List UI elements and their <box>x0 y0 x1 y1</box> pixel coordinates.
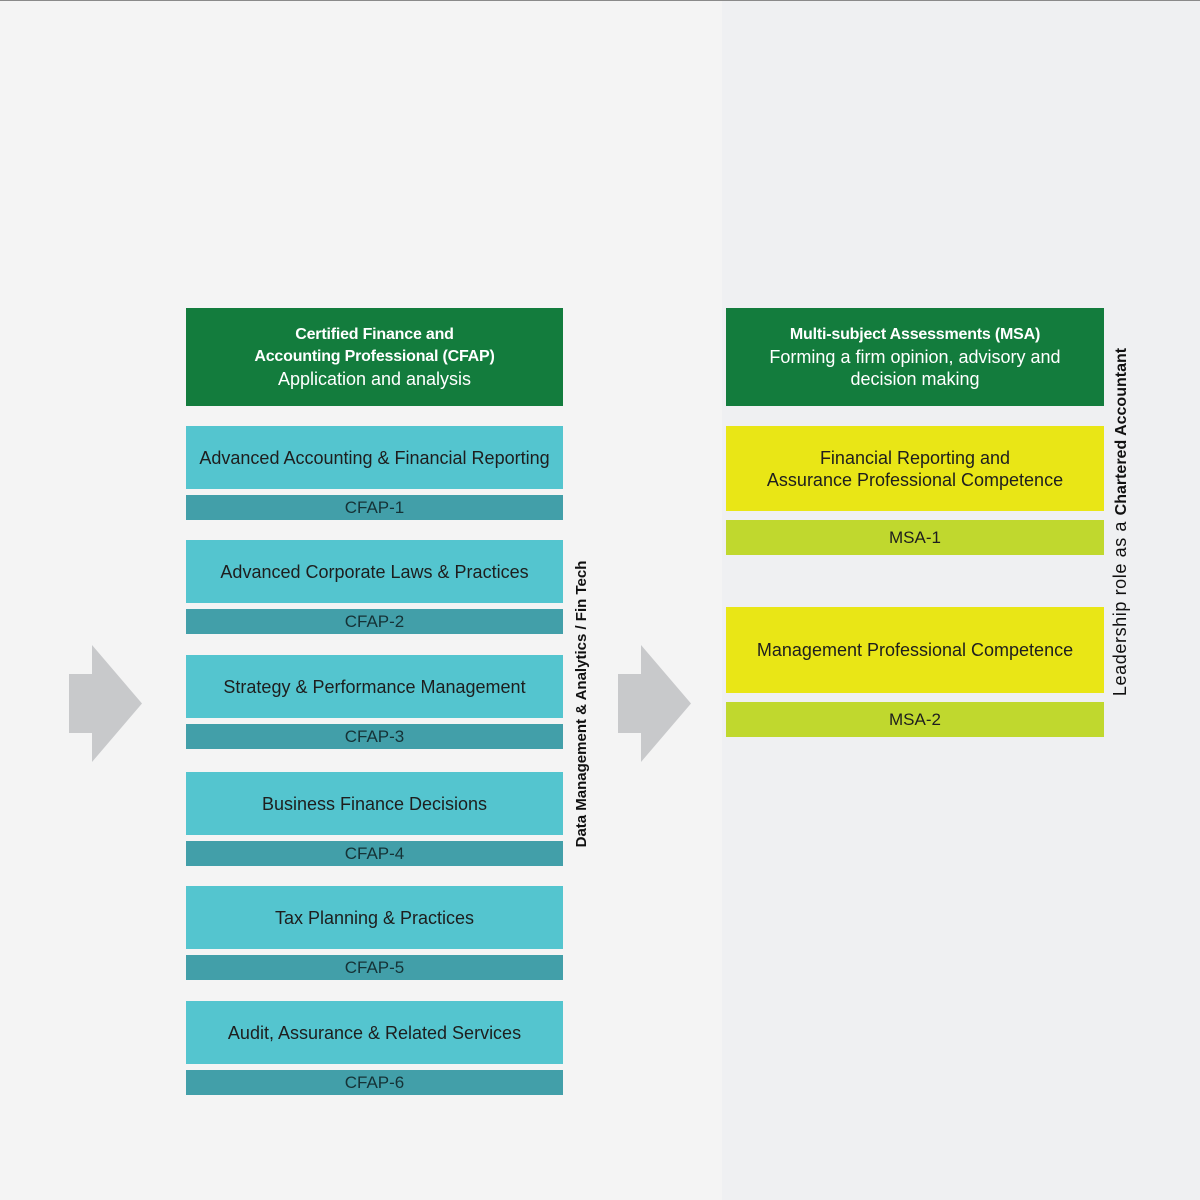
cfap-paper-box: Tax Planning & Practices <box>186 886 563 949</box>
msa-assessment-line1: Financial Reporting and <box>819 447 1011 468</box>
msa-title: Multi-subject Assessments (MSA) <box>789 326 1041 343</box>
arrow-right-icon <box>69 645 142 762</box>
cfap-title-line2: Accounting Professional (CFAP) <box>254 348 495 365</box>
msa-assessment-code: MSA-1 <box>726 520 1104 555</box>
leadership-label-prefix: Leadership role as a <box>1110 520 1130 697</box>
cfap-paper-box: Strategy & Performance Management <box>186 655 563 718</box>
cfap-header: Certified Finance and Accounting Profess… <box>186 308 563 406</box>
cfap-paper-code: CFAP-6 <box>186 1070 563 1095</box>
cfap-paper-code: CFAP-3 <box>186 724 563 749</box>
cfap-paper-box: Business Finance Decisions <box>186 772 563 835</box>
msa-subtitle-line1: Forming a firm opinion, advisory and <box>769 347 1061 367</box>
cfap-subtitle: Application and analysis <box>277 369 472 389</box>
msa-header: Multi-subject Assessments (MSA) Forming … <box>726 308 1104 406</box>
msa-assessment-box: Financial Reporting and Assurance Profes… <box>726 426 1104 511</box>
cfap-title-line1: Certified Finance and <box>295 326 454 343</box>
arrow-right-icon <box>618 645 691 762</box>
data-management-side-label: Data Management & Analytics / Fin Tech <box>573 560 590 848</box>
msa-subtitle-line2: decision making <box>850 369 980 389</box>
msa-assessment-line2: Assurance Professional Competence <box>766 469 1064 490</box>
leadership-label-emphasis: Chartered Accountant <box>1113 347 1130 516</box>
msa-panel-background <box>722 1 1200 1200</box>
msa-assessment-box: Management Professional Competence <box>726 607 1104 693</box>
cfap-paper-code: CFAP-2 <box>186 609 563 634</box>
top-border <box>0 0 1200 1</box>
cfap-paper-code: CFAP-5 <box>186 955 563 980</box>
cfap-paper-code: CFAP-4 <box>186 841 563 866</box>
cfap-paper-box: Advanced Corporate Laws & Practices <box>186 540 563 603</box>
cfap-paper-code: CFAP-1 <box>186 495 563 520</box>
leadership-side-label: Leadership role as a Chartered Accountan… <box>1107 342 1133 702</box>
cfap-paper-box: Advanced Accounting & Financial Reportin… <box>186 426 563 489</box>
msa-assessment-code: MSA-2 <box>726 702 1104 737</box>
cfap-paper-box: Audit, Assurance & Related Services <box>186 1001 563 1064</box>
msa-assessment-line1: Management Professional Competence <box>756 640 1074 660</box>
